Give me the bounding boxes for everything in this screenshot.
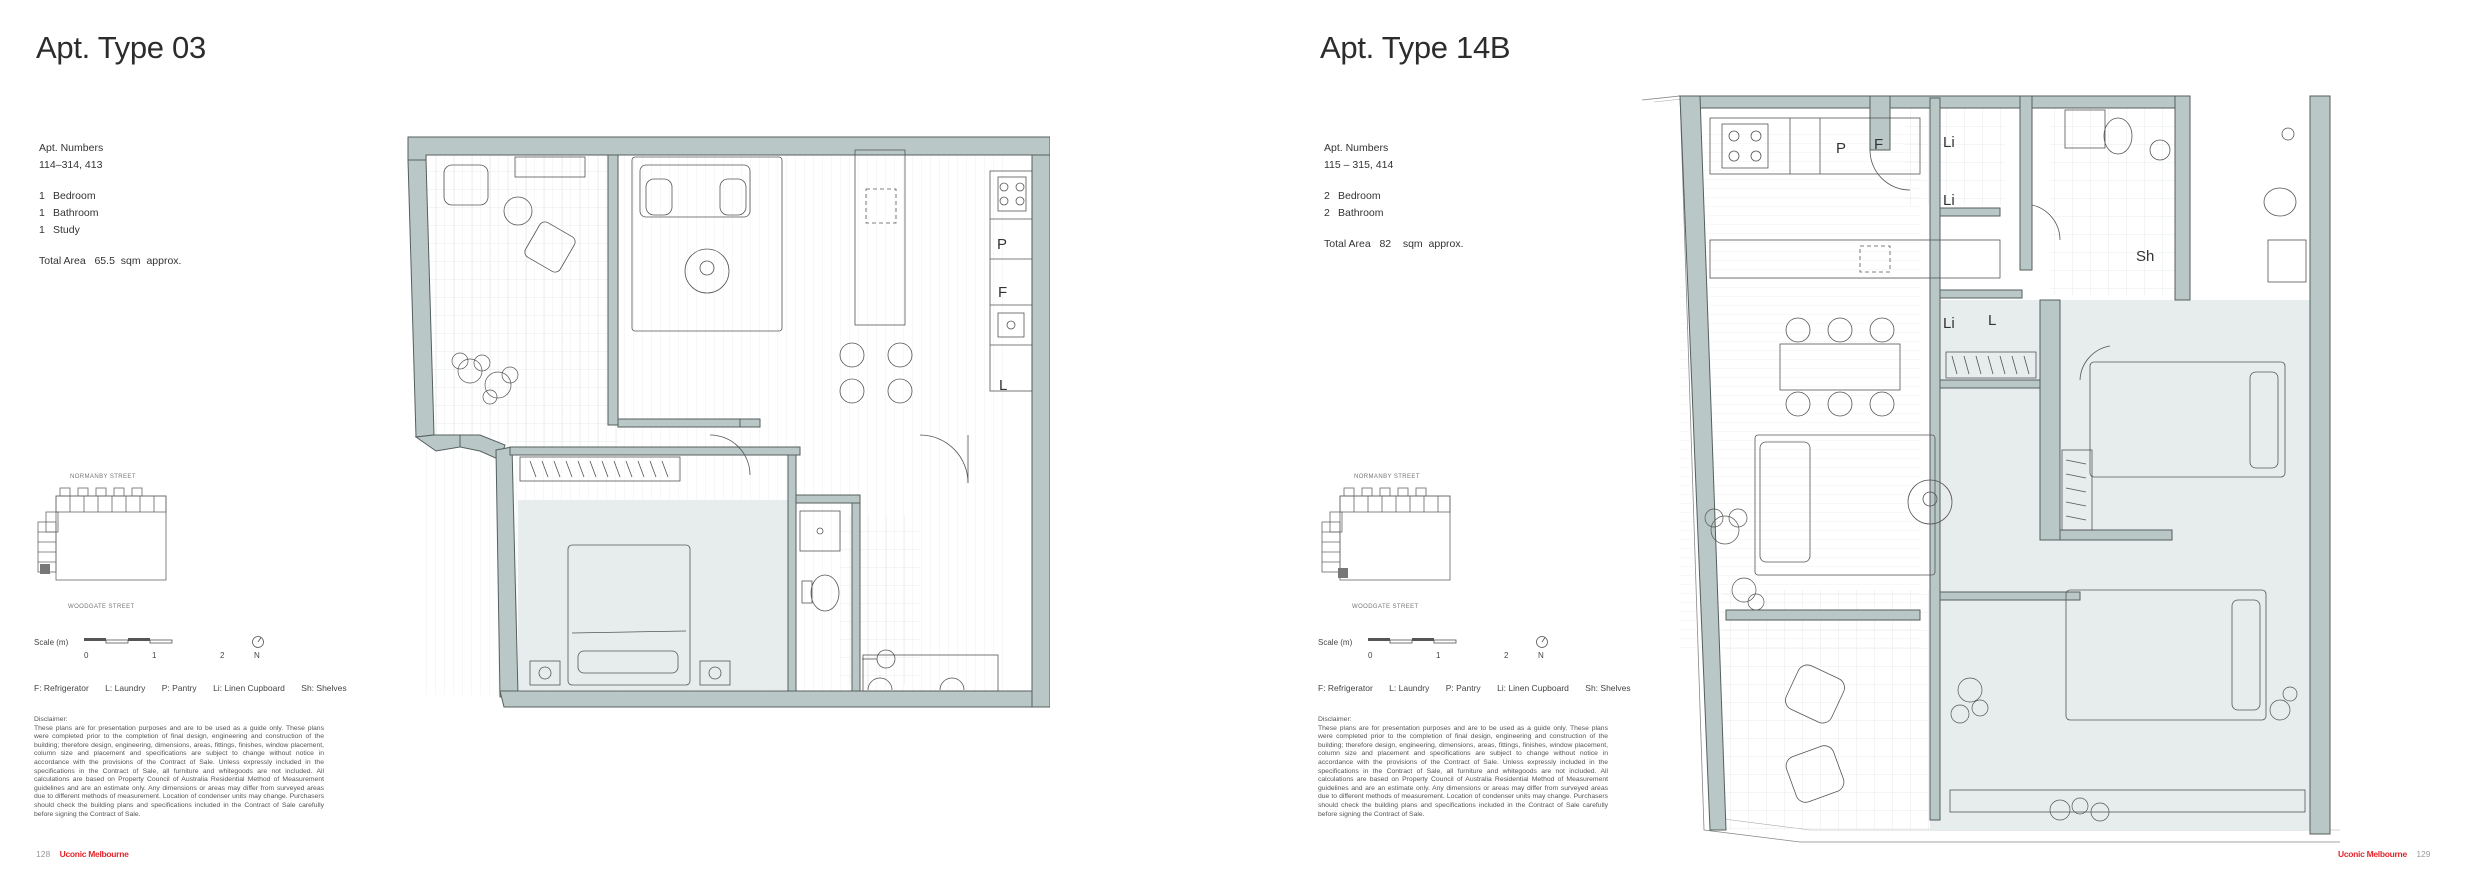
disclaimer-heading: Disclaimer: [34,716,68,723]
street-label-bottom: WOODGATE STREET [68,604,135,610]
scale-bar: Scale (m) 0 1 2 N [1318,636,1558,666]
apt-numbers: 115 – 315, 414 [1324,159,1394,171]
legend-item: P: Pantry [1445,683,1481,693]
floor-plan-drawing [407,136,1051,708]
legend-item: Li: Linen Cupboard [213,683,285,693]
scale-tick: 2 [1504,651,1509,660]
legend-item: L: Laundry [1389,683,1430,693]
disclaimer: Disclaimer: These plans are for presenta… [1318,716,1608,819]
floor-plan-type-03: P F L [400,135,1051,710]
room-label-laundry: L [999,377,1008,394]
page-title: Apt. Type 14B [1320,30,1511,65]
brand-logo: Uconic Melbourne [2338,849,2407,859]
street-label-bottom: WOODGATE STREET [1352,604,1419,610]
room-label-linen-cupboard: Li [1943,192,1955,209]
page-title: Apt. Type 03 [36,30,206,65]
room-label-laundry: L [1988,312,1997,329]
disclaimer: Disclaimer: These plans are for presenta… [34,716,324,819]
street-label-top: NORMANBY STREET [1354,474,1420,480]
disclaimer-heading: Disclaimer: [1318,716,1352,723]
scale-bar-graphic [84,636,264,648]
scale-label: Scale (m) [1318,638,1353,647]
legend: F: Refrigerator L: Laundry P: Pantry Li:… [34,683,361,693]
scale-bar: Scale (m) 0 1 2 N [34,636,274,666]
room-label-shelves: Sh [2136,248,2155,265]
legend-item: P: Pantry [161,683,197,693]
key-map-building-outline [37,487,167,581]
room-label-linen-cupboard: Li [1943,315,1955,332]
north-label: N [1538,651,1544,660]
legend-item: Sh: Shelves [1585,683,1631,693]
footer: 128 Uconic Melbourne [36,849,129,859]
north-label: N [254,651,260,660]
legend: F: Refrigerator L: Laundry P: Pantry Li:… [1318,683,1645,693]
legend-item: F: Refrigerator [34,683,89,693]
key-map: NORMANBY STREET WOODGATE STREET [1318,472,1468,612]
apt-numbers-label: Apt. Numbers [39,142,104,154]
room-label-refrigerator: F [1874,136,1884,153]
scale-tick: 1 [1436,651,1441,660]
page-number: 129 [2416,849,2431,859]
disclaimer-text: These plans are for presentation purpose… [1318,724,1608,818]
street-label-top: NORMANBY STREET [70,474,136,480]
floor-plan-type-14b: P F Li Li Li L Sh [1640,90,2375,845]
page-right: Apt. Type 14B Apt. Numbers 115 – 315, 41… [1240,0,2480,877]
page-left: Apt. Type 03 Apt. Numbers 114–314, 413 1… [34,30,1051,859]
scale-tick: 0 [84,651,89,660]
key-map-building-outline [1321,487,1451,581]
apt-numbers-label: Apt. Numbers [1324,142,1389,154]
page-number: 128 [36,849,51,859]
scale-bar-graphic [1368,636,1548,648]
total-area: Total Area 82 sqm approx. [1324,238,1464,250]
room-label-pantry: P [997,236,1008,253]
scale-tick: 2 [220,651,225,660]
scale-tick: 0 [1368,651,1373,660]
apt-numbers: 114–314, 413 [39,159,103,171]
legend-item: Sh: Shelves [301,683,347,693]
scale-tick: 1 [152,651,157,660]
brand-logo: Uconic Melbourne [59,849,129,859]
legend-item: F: Refrigerator [1318,683,1373,693]
room-label-refrigerator: F [998,284,1008,301]
total-area: Total Area 65.5 sqm approx. [39,255,182,267]
footer: Uconic Melbourne 129 [2338,849,2431,859]
legend-item: Li: Linen Cupboard [1497,683,1569,693]
disclaimer-text: These plans are for presentation purpose… [34,724,324,818]
key-map: NORMANBY STREET WOODGATE STREET [34,472,184,612]
room-label-pantry: P [1836,140,1847,157]
floor-plan-drawing [1641,95,2340,843]
room-label-linen-cupboard: Li [1943,134,1955,151]
legend-item: L: Laundry [105,683,146,693]
scale-label: Scale (m) [34,638,69,647]
